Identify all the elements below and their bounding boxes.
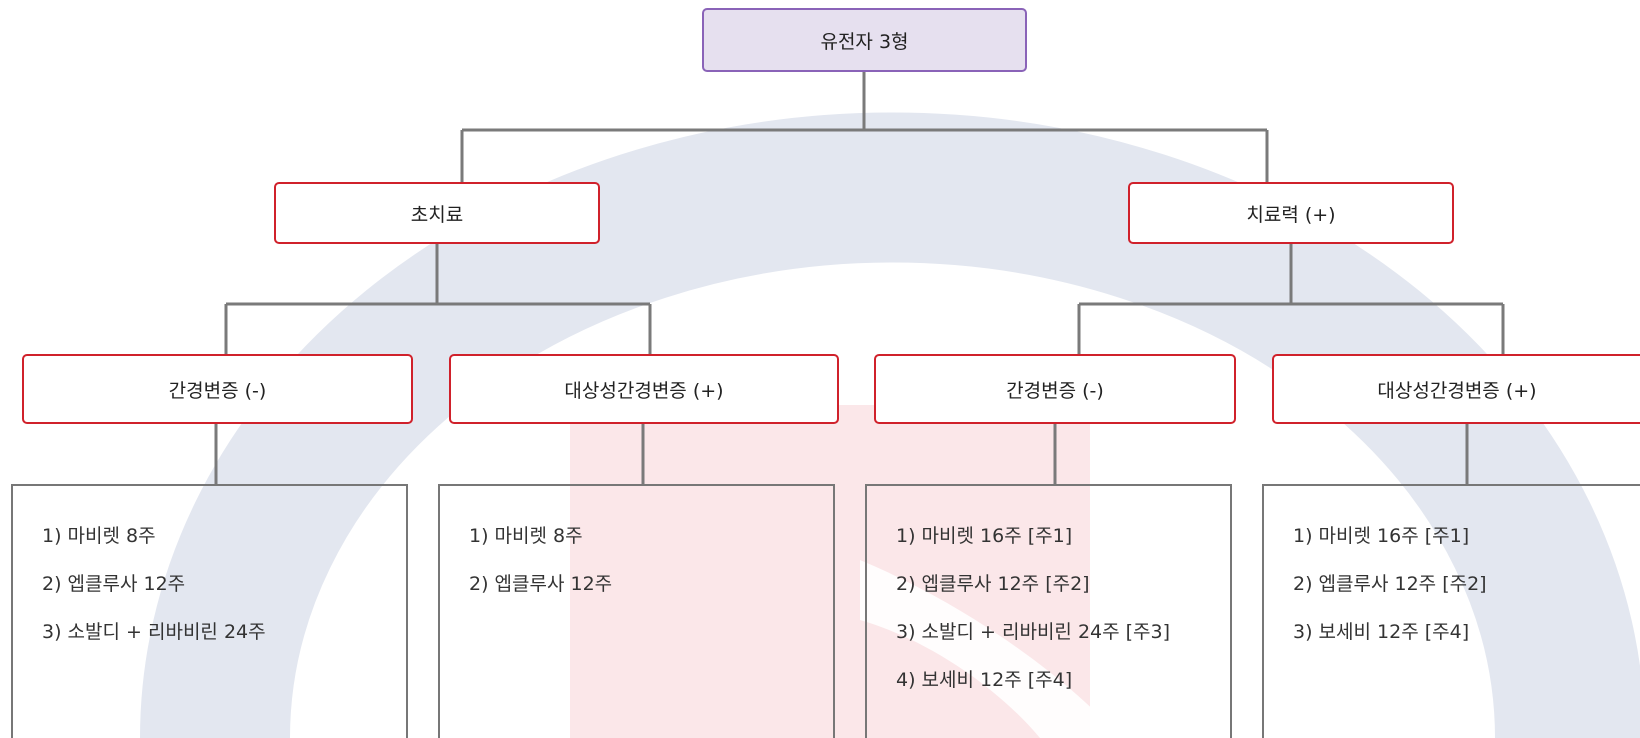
root-node-genotype3: 유전자 3형 — [702, 8, 1027, 72]
node-experienced-compensated-cirrhosis: 대상성간경변증 (+) — [1272, 354, 1640, 424]
root-node-label: 유전자 3형 — [820, 30, 909, 53]
connector-right-level2 — [1077, 244, 1505, 354]
node-treatment-experienced: 치료력 (+) — [1128, 182, 1454, 244]
regimen-box-naive-no-cirrhosis: 1) 마비렛 8주 2) 엡클루사 12주 3) 소발디 + 리바비린 24주 — [11, 484, 408, 738]
connector-root-level1 — [460, 72, 1269, 182]
regimen-item: 3) 소발디 + 리바비린 24주 [주3] — [896, 621, 1171, 643]
regimen-item: 1) 마비렛 16주 [주1] — [896, 525, 1073, 547]
watermark-arc — [140, 112, 1640, 738]
node-experienced-no-cirrhosis: 간경변증 (-) — [874, 354, 1236, 424]
node-label: 간경변증 (-) — [168, 379, 267, 402]
connector-level2-leaves — [214, 424, 1469, 484]
regimen-list: 1) 마비렛 8주 2) 엡클루사 12주 3) 소발디 + 리바비린 24주 — [42, 524, 406, 644]
node-label: 대상성간경변증 (+) — [564, 379, 724, 402]
regimen-item: 2) 엡클루사 12주 [주2] — [1293, 573, 1487, 595]
regimen-list: 1) 마비렛 16주 [주1] 2) 엡클루사 12주 [주2] 3) 보세비 … — [1293, 524, 1640, 644]
regimen-box-experienced-no-cirrhosis: 1) 마비렛 16주 [주1] 2) 엡클루사 12주 [주2] 3) 소발디 … — [865, 484, 1232, 738]
connector-left-level2 — [224, 244, 652, 354]
regimen-item: 3) 소발디 + 리바비린 24주 — [42, 621, 266, 643]
node-naive-compensated-cirrhosis: 대상성간경변증 (+) — [449, 354, 839, 424]
node-label: 대상성간경변증 (+) — [1377, 379, 1537, 402]
regimen-list: 1) 마비렛 8주 2) 엡클루사 12주 — [469, 524, 833, 596]
regimen-item: 1) 마비렛 8주 — [469, 525, 583, 547]
regimen-item: 2) 엡클루사 12주 — [42, 573, 186, 595]
regimen-item: 2) 엡클루사 12주 — [469, 573, 613, 595]
node-label: 간경변증 (-) — [1006, 379, 1104, 402]
node-label: 치료력 (+) — [1246, 203, 1336, 226]
watermark-swoosh — [860, 560, 1120, 738]
regimen-item: 2) 엡클루사 12주 [주2] — [896, 573, 1090, 595]
regimen-box-experienced-compensated-cirrhosis: 1) 마비렛 16주 [주1] 2) 엡클루사 12주 [주2] 3) 보세비 … — [1262, 484, 1640, 738]
regimen-item: 1) 마비렛 8주 — [42, 525, 156, 547]
regimen-item: 1) 마비렛 16주 [주1] — [1293, 525, 1470, 547]
regimen-item: 3) 보세비 12주 [주4] — [1293, 621, 1470, 643]
node-naive-no-cirrhosis: 간경변증 (-) — [22, 354, 413, 424]
regimen-list: 1) 마비렛 16주 [주1] 2) 엡클루사 12주 [주2] 3) 소발디 … — [896, 524, 1230, 692]
node-treatment-naive: 초치료 — [274, 182, 600, 244]
regimen-item: 4) 보세비 12주 [주4] — [896, 669, 1073, 691]
regimen-box-naive-compensated-cirrhosis: 1) 마비렛 8주 2) 엡클루사 12주 — [438, 484, 835, 738]
node-label: 초치료 — [410, 203, 464, 226]
